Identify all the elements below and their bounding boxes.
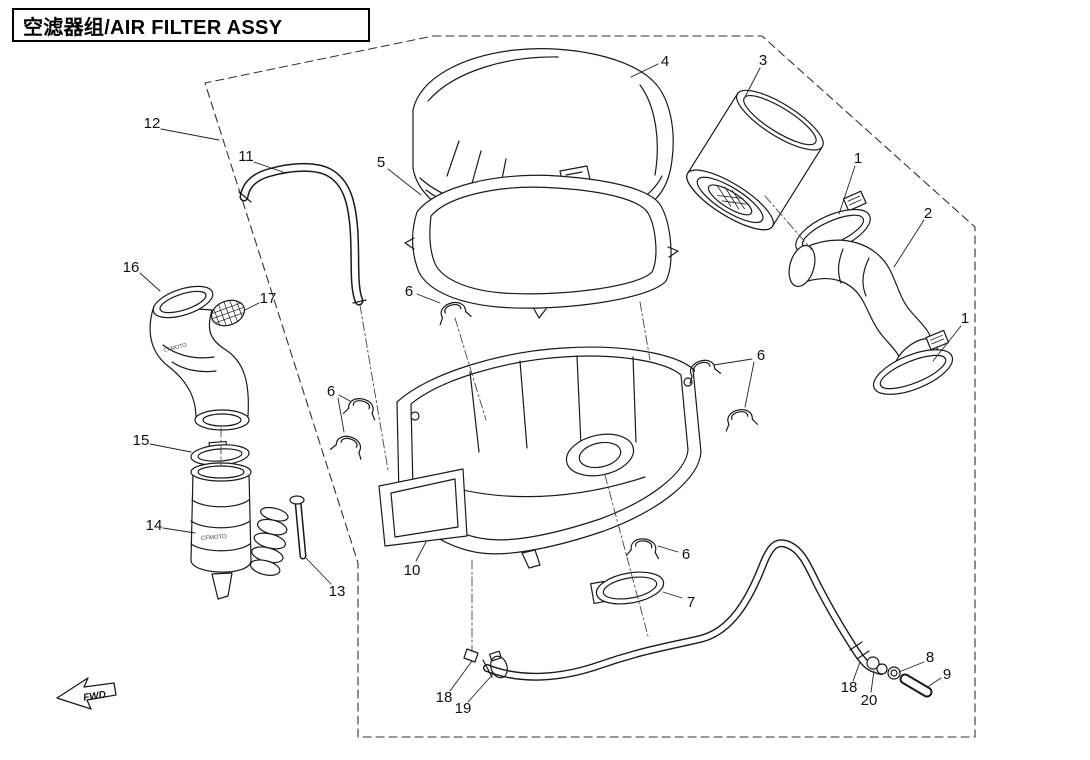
callout-15: 15 xyxy=(133,432,150,449)
hose-clamp-left xyxy=(489,650,508,679)
callout-1-lower: 1 xyxy=(961,310,969,327)
callout-16: 16 xyxy=(123,259,140,276)
callout-11: 11 xyxy=(238,148,254,165)
callout-20: 20 xyxy=(861,692,878,709)
part-intake-snorkel: CFMOTO xyxy=(149,285,250,431)
callout-19: 19 xyxy=(455,700,472,717)
part-drain-clamp xyxy=(590,571,665,605)
hose-clip-left xyxy=(463,648,479,663)
callout-13: 13 xyxy=(329,583,346,600)
callout-4: 4 xyxy=(661,53,669,70)
callout-17: 17 xyxy=(260,290,277,307)
callout-18-right: 18 xyxy=(841,679,858,696)
part-airbox-body xyxy=(378,346,702,569)
part-intake-boot: CFMOTO xyxy=(190,462,289,600)
callout-5: 5 xyxy=(377,154,385,171)
callout-1-upper: 1 xyxy=(854,150,862,167)
callout-7: 7 xyxy=(687,594,695,611)
retaining-clip xyxy=(342,395,380,421)
part-pin xyxy=(289,495,307,560)
fwd-label: FWD xyxy=(82,689,106,703)
part-breather-hose xyxy=(238,162,367,306)
hose-band-right xyxy=(849,641,870,660)
boot-marking-text: CFMOTO xyxy=(201,534,228,542)
snorkel-marking-text: CFMOTO xyxy=(163,342,188,354)
part-cover-seal xyxy=(404,174,679,319)
retaining-clip xyxy=(721,406,759,432)
page-title: 空滤器组/AIR FILTER ASSY xyxy=(23,16,283,39)
title-box: 空滤器组/AIR FILTER ASSY xyxy=(12,8,370,42)
leader-lines xyxy=(139,63,962,703)
part-drain-hose xyxy=(463,539,933,698)
callout-8: 8 xyxy=(926,649,934,666)
part-filter-element xyxy=(686,89,824,231)
callout-12: 12 xyxy=(144,115,161,132)
callout-6-left: 6 xyxy=(327,383,335,400)
retaining-clip xyxy=(626,536,661,560)
retaining-clip xyxy=(329,431,368,460)
hose-union xyxy=(866,656,888,675)
callout-labels: 4 3 1 2 1 5 12 11 16 17 15 14 13 10 6 6 … xyxy=(123,52,970,717)
callout-6-bottom: 6 xyxy=(682,546,690,563)
assembly-boundary xyxy=(204,35,976,738)
callout-3: 3 xyxy=(759,52,767,69)
fwd-arrow: FWD xyxy=(56,677,117,710)
hose-fitting xyxy=(887,666,901,680)
callout-18-left: 18 xyxy=(436,689,453,706)
callout-2: 2 xyxy=(924,205,932,222)
callout-9: 9 xyxy=(943,666,951,683)
callout-6-top: 6 xyxy=(405,283,413,300)
construction-lines xyxy=(220,195,813,653)
callout-10: 10 xyxy=(404,562,421,579)
retaining-clip xyxy=(434,298,472,326)
callout-14: 14 xyxy=(146,517,163,534)
part-inlet-screen xyxy=(210,299,246,327)
hose-plug xyxy=(899,673,933,698)
callout-6-right: 6 xyxy=(757,347,765,364)
